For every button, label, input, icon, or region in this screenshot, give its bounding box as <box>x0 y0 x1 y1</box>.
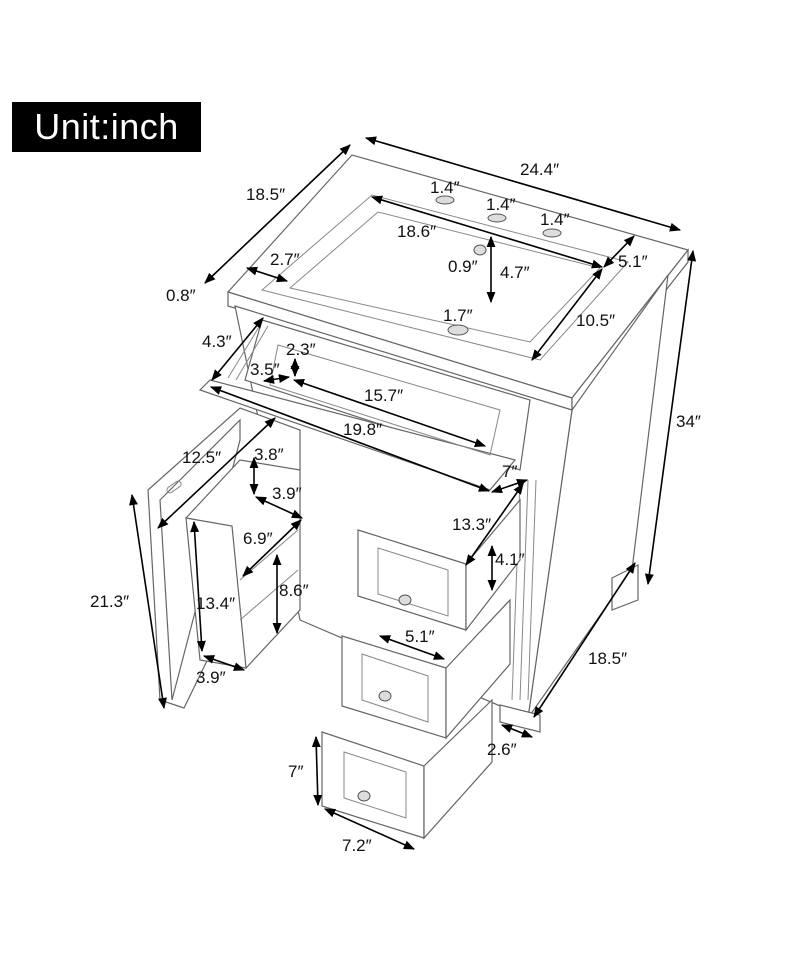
dim-tray-inner-height: 2.3″ <box>286 340 316 359</box>
dim-basin-edge-offset: 2.7″ <box>270 250 300 269</box>
dim-side-depth: 18.5″ <box>588 649 628 668</box>
dim-basin-width: 18.6″ <box>397 222 437 241</box>
dim-tray-outer-width: 19.8″ <box>343 420 383 439</box>
dim-tray-inner-depth: 3.5″ <box>250 360 280 379</box>
dim-drawer-inner-width: 5.1″ <box>405 627 435 646</box>
unit-badge: Unit:inch <box>12 102 201 152</box>
dim-shelf-bottom-depth: 3.9″ <box>196 668 226 687</box>
dim-total-height: 34″ <box>676 412 701 431</box>
dim-top-thickness: 0.8″ <box>166 286 196 305</box>
drawer-middle <box>341 598 511 740</box>
dim-drawer-front-height: 7″ <box>288 762 304 781</box>
dim-shelf-height: 13.4″ <box>196 594 236 613</box>
dim-shelf-top-gap: 3.8″ <box>254 445 284 464</box>
dim-basin-depth: 4.7″ <box>500 263 530 282</box>
dim-back-margin: 5.1″ <box>618 252 648 271</box>
dim-faucet-hole-2: 1.4″ <box>486 195 516 214</box>
dimension-arrows <box>129 136 697 850</box>
dim-basin-front-back: 10.5″ <box>576 311 616 330</box>
dim-tray-hinge-height: 4.3″ <box>202 332 232 351</box>
dim-drain-hole: 1.7″ <box>443 306 473 325</box>
dim-top-depth: 18.5″ <box>246 185 286 204</box>
dim-tray-inner-width: 15.7″ <box>364 386 404 405</box>
dim-door-height: 21.3″ <box>90 592 130 611</box>
dim-door-width: 12.5″ <box>182 448 222 467</box>
dim-shelf-width: 6.9″ <box>243 529 273 548</box>
dim-shelf-top-depth: 3.9″ <box>272 484 302 503</box>
dim-faucet-hole-1: 1.4″ <box>430 178 460 197</box>
dim-tray-side-depth: 7″ <box>502 462 518 481</box>
dim-drawer-front-width: 7.2″ <box>342 836 372 855</box>
dim-toe-kick: 2.6″ <box>487 740 517 759</box>
dim-top-width: 24.4″ <box>520 160 560 179</box>
dim-shelf-inner-height: 8.6″ <box>279 581 309 600</box>
dim-drawer-depth: 13.3″ <box>452 515 492 534</box>
dim-drawer-inner-height: 4.1″ <box>495 550 525 569</box>
dim-faucet-hole-3: 1.4″ <box>540 210 570 229</box>
dim-overflow-hole: 0.9″ <box>448 257 478 276</box>
